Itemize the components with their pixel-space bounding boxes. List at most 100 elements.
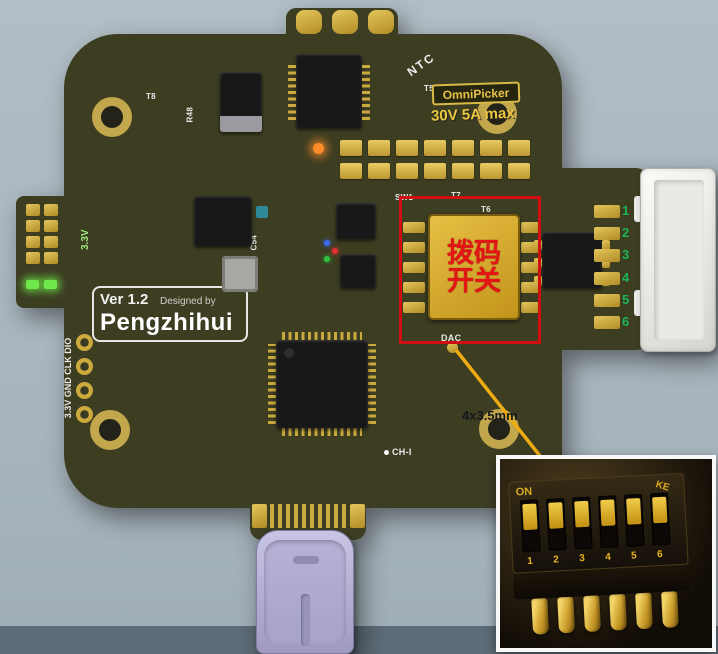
ic-pins xyxy=(362,62,370,120)
ref-t8: T8 xyxy=(146,92,156,101)
dip-pin xyxy=(609,593,628,631)
version-label: Ver 1.2 xyxy=(100,291,149,308)
dip-num-5: 5 xyxy=(630,550,637,562)
dip-switch-highlight-box xyxy=(399,196,541,344)
dip-brand-label: KE xyxy=(654,479,671,494)
dip-pin xyxy=(661,591,679,629)
mounting-hole xyxy=(479,409,519,449)
dip-num-2: 2 xyxy=(552,554,560,566)
via-pad xyxy=(447,342,458,353)
dip-switch-component: 拨码 开关 xyxy=(428,214,520,320)
ic-chip xyxy=(296,54,362,128)
ref-t7: T7 xyxy=(451,191,461,200)
dip-slider-6 xyxy=(649,492,671,546)
connector-pad xyxy=(594,205,620,218)
led-orange xyxy=(313,143,324,154)
swd-pad xyxy=(76,382,93,399)
usb-c-seam xyxy=(301,594,310,646)
dip-num-3: 3 xyxy=(578,553,586,565)
ic-pins xyxy=(288,62,296,120)
author-label: Pengzhihui xyxy=(100,309,233,336)
pin-number-3: 3 xyxy=(622,247,630,262)
pin-number-5: 5 xyxy=(622,292,630,307)
capacitor xyxy=(508,140,530,156)
dip-pin xyxy=(583,595,602,633)
dip-slider-3 xyxy=(572,496,593,550)
capacitor xyxy=(452,163,474,179)
callout-line xyxy=(454,348,550,468)
dip-switch-top-face: ON KE 1 2 3 4 5 6 xyxy=(508,472,689,574)
gold-pad xyxy=(26,252,40,264)
swd-pad xyxy=(76,358,93,375)
ref-ch1: CH-I xyxy=(392,447,412,457)
dimension-label: 4x3.5mm xyxy=(462,408,518,423)
gold-pad xyxy=(26,220,40,232)
capacitor xyxy=(368,140,390,156)
pin-number-4: 4 xyxy=(622,270,630,285)
capacitor xyxy=(368,163,390,179)
dip-num-4: 4 xyxy=(604,551,612,563)
dip-pin xyxy=(531,598,550,635)
led-red xyxy=(332,248,338,254)
jst-connector-slot xyxy=(654,180,704,340)
swd-pad xyxy=(76,406,93,423)
capacitor xyxy=(452,140,474,156)
mcu-pins-right xyxy=(367,344,376,424)
dip-switch-photo-body: ON KE 1 2 3 4 5 6 xyxy=(502,464,707,644)
dip-label-line1: 拨码 xyxy=(447,237,501,268)
usb-shield-pad xyxy=(252,504,267,528)
dip-pad xyxy=(521,262,539,273)
designed-by-label: Designed by xyxy=(160,296,216,307)
dip-pad xyxy=(521,302,539,313)
pin-number-6: 6 xyxy=(622,314,630,329)
gold-pad xyxy=(602,240,610,250)
inductor-component xyxy=(222,256,258,292)
mounting-hole xyxy=(90,410,130,450)
dip-pad xyxy=(403,242,425,253)
connector-latch xyxy=(634,196,642,222)
ref-t5: T5 xyxy=(424,84,434,93)
dip-pad xyxy=(403,262,425,273)
mcu-pins-left xyxy=(268,344,277,424)
pin-number-2: 2 xyxy=(622,225,630,240)
dip-label-line2: 开关 xyxy=(447,266,501,296)
led-blue xyxy=(324,240,330,246)
dip-knob xyxy=(626,498,642,525)
dip-slider-1 xyxy=(520,499,541,553)
dip-slider-4 xyxy=(597,495,619,549)
small-component xyxy=(256,206,268,218)
gold-tab xyxy=(368,10,394,34)
connector-pad xyxy=(594,316,620,329)
connector-pad xyxy=(594,227,620,240)
dip-num-1: 1 xyxy=(527,555,534,568)
capacitor xyxy=(424,140,446,156)
dip-slider-2 xyxy=(546,498,567,551)
connector-latch xyxy=(634,290,642,316)
pin-number-1: 1 xyxy=(622,203,630,218)
dip-pad xyxy=(403,282,425,293)
dip-switch-inset-photo: ON KE 1 2 3 4 5 6 xyxy=(496,455,716,652)
capacitor xyxy=(508,163,530,179)
dip-knob xyxy=(548,502,564,529)
capacitor xyxy=(424,163,446,179)
gold-pad xyxy=(602,258,610,268)
dip-pad xyxy=(521,222,539,233)
dip-knob xyxy=(574,500,590,528)
ic-chip xyxy=(542,232,602,288)
dip-pad xyxy=(403,222,425,233)
ref-dac: DAC xyxy=(441,333,462,343)
dip-pad xyxy=(403,302,425,313)
silkscreen-frame xyxy=(92,286,248,342)
connector-pad xyxy=(594,294,620,307)
swd-pad xyxy=(76,334,93,351)
gold-pad xyxy=(26,236,40,248)
status-led-green xyxy=(26,280,39,289)
gold-pad xyxy=(44,236,58,248)
capacitor xyxy=(396,140,418,156)
led-green xyxy=(324,256,330,262)
dip-pin xyxy=(557,596,576,634)
gold-pad xyxy=(44,204,58,216)
